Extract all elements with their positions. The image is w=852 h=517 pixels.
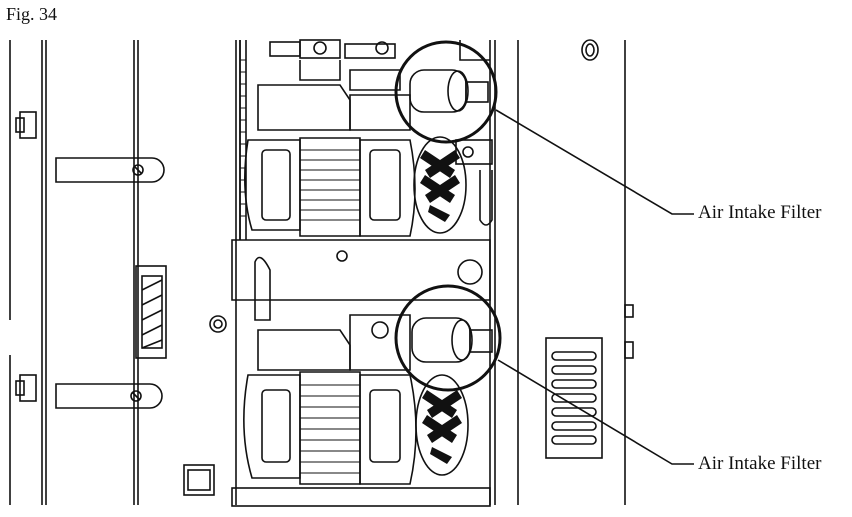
left-door-panel (9, 40, 167, 505)
lower-compressor-pump (183, 314, 493, 507)
callout-circle-upper (394, 40, 498, 144)
leader-line-upper (495, 109, 694, 215)
top-piping (269, 39, 490, 91)
upper-compressor-pump (244, 69, 493, 237)
callout-circle-lower (394, 284, 502, 392)
callout-label-air-intake-filter-upper: Air Intake Filter (698, 202, 822, 223)
vent-slots (551, 351, 597, 445)
mounting-plate (209, 40, 491, 333)
figure-label: Fig. 34 (6, 4, 58, 24)
callout-label-air-intake-filter-lower: Air Intake Filter (698, 453, 822, 474)
leader-line-lower (497, 359, 694, 465)
